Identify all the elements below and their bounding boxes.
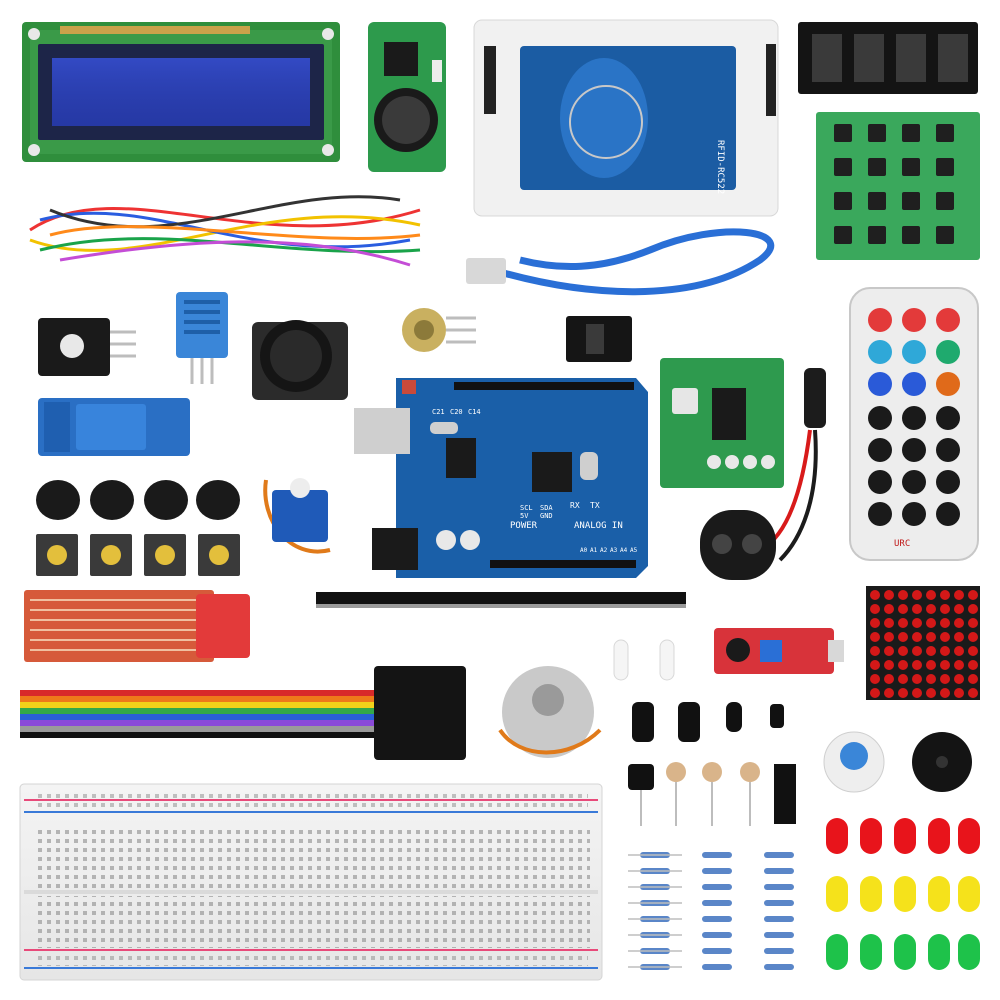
- battery-clip: [700, 368, 826, 580]
- arduino-ref-label: C20: [450, 408, 463, 416]
- remote-brand: URC: [894, 539, 910, 549]
- arduino-pin-label: 5V: [520, 512, 529, 520]
- arduino-ref-label: C14: [468, 408, 481, 416]
- arduino-header-label: A0: [580, 547, 588, 554]
- servo-motor: [263, 478, 331, 554]
- small-components: [628, 762, 796, 826]
- rfid-module: RFID-RC522: [473, 19, 779, 217]
- arduino-pin-label: SDA: [540, 504, 553, 512]
- resistors: [628, 852, 794, 970]
- arduino-pin-label: GND: [540, 512, 553, 520]
- pin-header-strip: [316, 592, 686, 608]
- arduino-power-label: POWER: [510, 521, 538, 531]
- seven-segment-4digit: [798, 22, 978, 94]
- leds-red: [826, 818, 980, 854]
- tactile-switches: [36, 534, 240, 576]
- rfid-label: RFID-RC522: [715, 140, 725, 194]
- usb-cable: [466, 228, 775, 296]
- lcd-1602-module: [22, 22, 340, 162]
- sound-sensor-module: [714, 628, 844, 674]
- stepper-driver-board: [660, 358, 784, 488]
- arduino-header-label: A4: [620, 547, 628, 554]
- stepper-motor: [498, 666, 602, 758]
- arduino-rx-label: RX: [570, 501, 580, 510]
- arduino-analog-label: ANALOG IN: [574, 521, 623, 531]
- arduino-header-label: A5: [630, 547, 638, 554]
- relay-module: [38, 398, 190, 456]
- joystick-module: [252, 320, 348, 400]
- potentiometer: [402, 308, 476, 352]
- arduino-header-label: A3: [610, 547, 618, 554]
- leds-yellow: [826, 876, 980, 912]
- button-caps: [36, 480, 240, 520]
- leds-green: [826, 934, 980, 970]
- led-matrix-8x8: [866, 586, 980, 700]
- seven-segment-1digit: [566, 316, 632, 362]
- keypad-4x4: [816, 112, 980, 260]
- ir-leds: [613, 639, 675, 681]
- arduino-uno-board: POWER ANALOG IN TX RX C21 C20 C14 5V GND…: [354, 378, 648, 578]
- dht11-sensor: [176, 292, 228, 384]
- ribbon-cable: [20, 666, 466, 760]
- arduino-header-label: A2: [600, 547, 608, 554]
- jumper-wires: [29, 195, 421, 267]
- passive-buzzer: [912, 732, 972, 792]
- capacitors: [632, 702, 784, 742]
- arduino-pin-label: SCL: [520, 504, 533, 512]
- water-level-sensor: [24, 590, 250, 662]
- ir-remote: URC: [849, 287, 979, 561]
- arduino-tx-label: TX: [590, 501, 600, 510]
- active-buzzer: [823, 731, 885, 793]
- rgb-led-module: [38, 318, 136, 376]
- arduino-ref-label: C21: [432, 408, 445, 416]
- breadboard: [19, 783, 603, 981]
- rtc-module: [368, 22, 446, 172]
- arduino-header-label: A1: [590, 547, 598, 554]
